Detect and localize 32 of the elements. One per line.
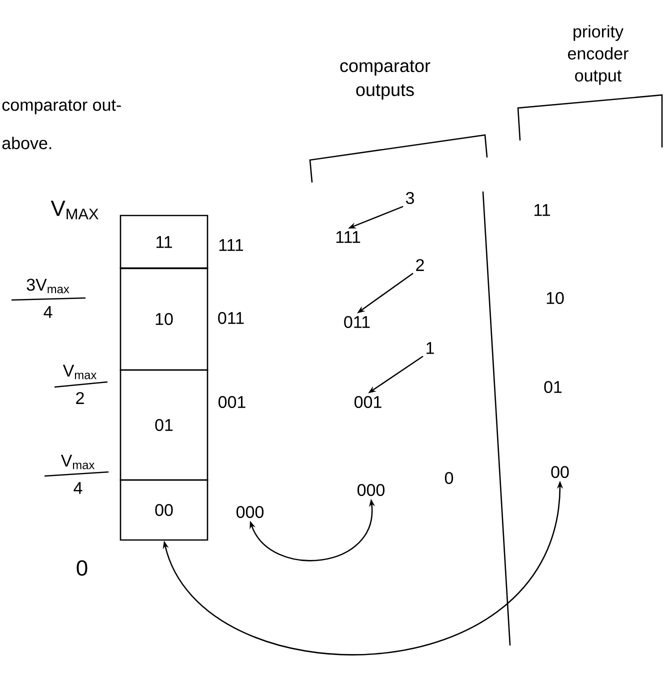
bit-code: 111 bbox=[219, 239, 244, 251]
axis-label: 0 bbox=[76, 560, 88, 576]
cell-box: 01 bbox=[120, 369, 208, 481]
cell-box: 00 bbox=[120, 479, 208, 541]
bit-code: 3 bbox=[406, 192, 414, 204]
bit-code: 10 bbox=[546, 292, 564, 304]
column-heading: comparator outputs bbox=[340, 60, 430, 100]
axis-label: V$_{max}$ bbox=[62, 364, 97, 380]
bit-code: 01 bbox=[544, 380, 562, 394]
axis-label: V$_{MAX}$ bbox=[50, 200, 98, 220]
bit-code: 2 bbox=[416, 259, 424, 271]
note-text: comparator out- bbox=[2, 100, 121, 114]
bit-code: 001 bbox=[218, 396, 246, 408]
bit-code: 011 bbox=[218, 312, 244, 324]
axis-label: 0 bbox=[444, 472, 454, 484]
bit-code: 11 bbox=[534, 204, 550, 216]
axis-label: 2 bbox=[76, 392, 84, 404]
bit-code: 1 bbox=[426, 342, 434, 354]
bit-code: 000 bbox=[357, 484, 385, 496]
cell-box: 11 bbox=[120, 214, 208, 270]
bit-code: 011 bbox=[344, 316, 370, 328]
bit-code: 111 bbox=[336, 231, 360, 243]
axis-label: 4 bbox=[44, 306, 52, 318]
bit-code: 001 bbox=[354, 396, 382, 408]
bit-code: 000 bbox=[236, 506, 264, 518]
axis-label: V$_{max}$ bbox=[60, 454, 95, 470]
note-text: above. bbox=[2, 136, 52, 150]
axis-label: 4 bbox=[74, 482, 82, 494]
axis-label: 3V$_{max}$ bbox=[26, 278, 70, 294]
cell-box: 10 bbox=[120, 267, 208, 371]
column-heading: priority encoder output bbox=[568, 25, 628, 85]
bit-code: 00 bbox=[551, 466, 569, 478]
